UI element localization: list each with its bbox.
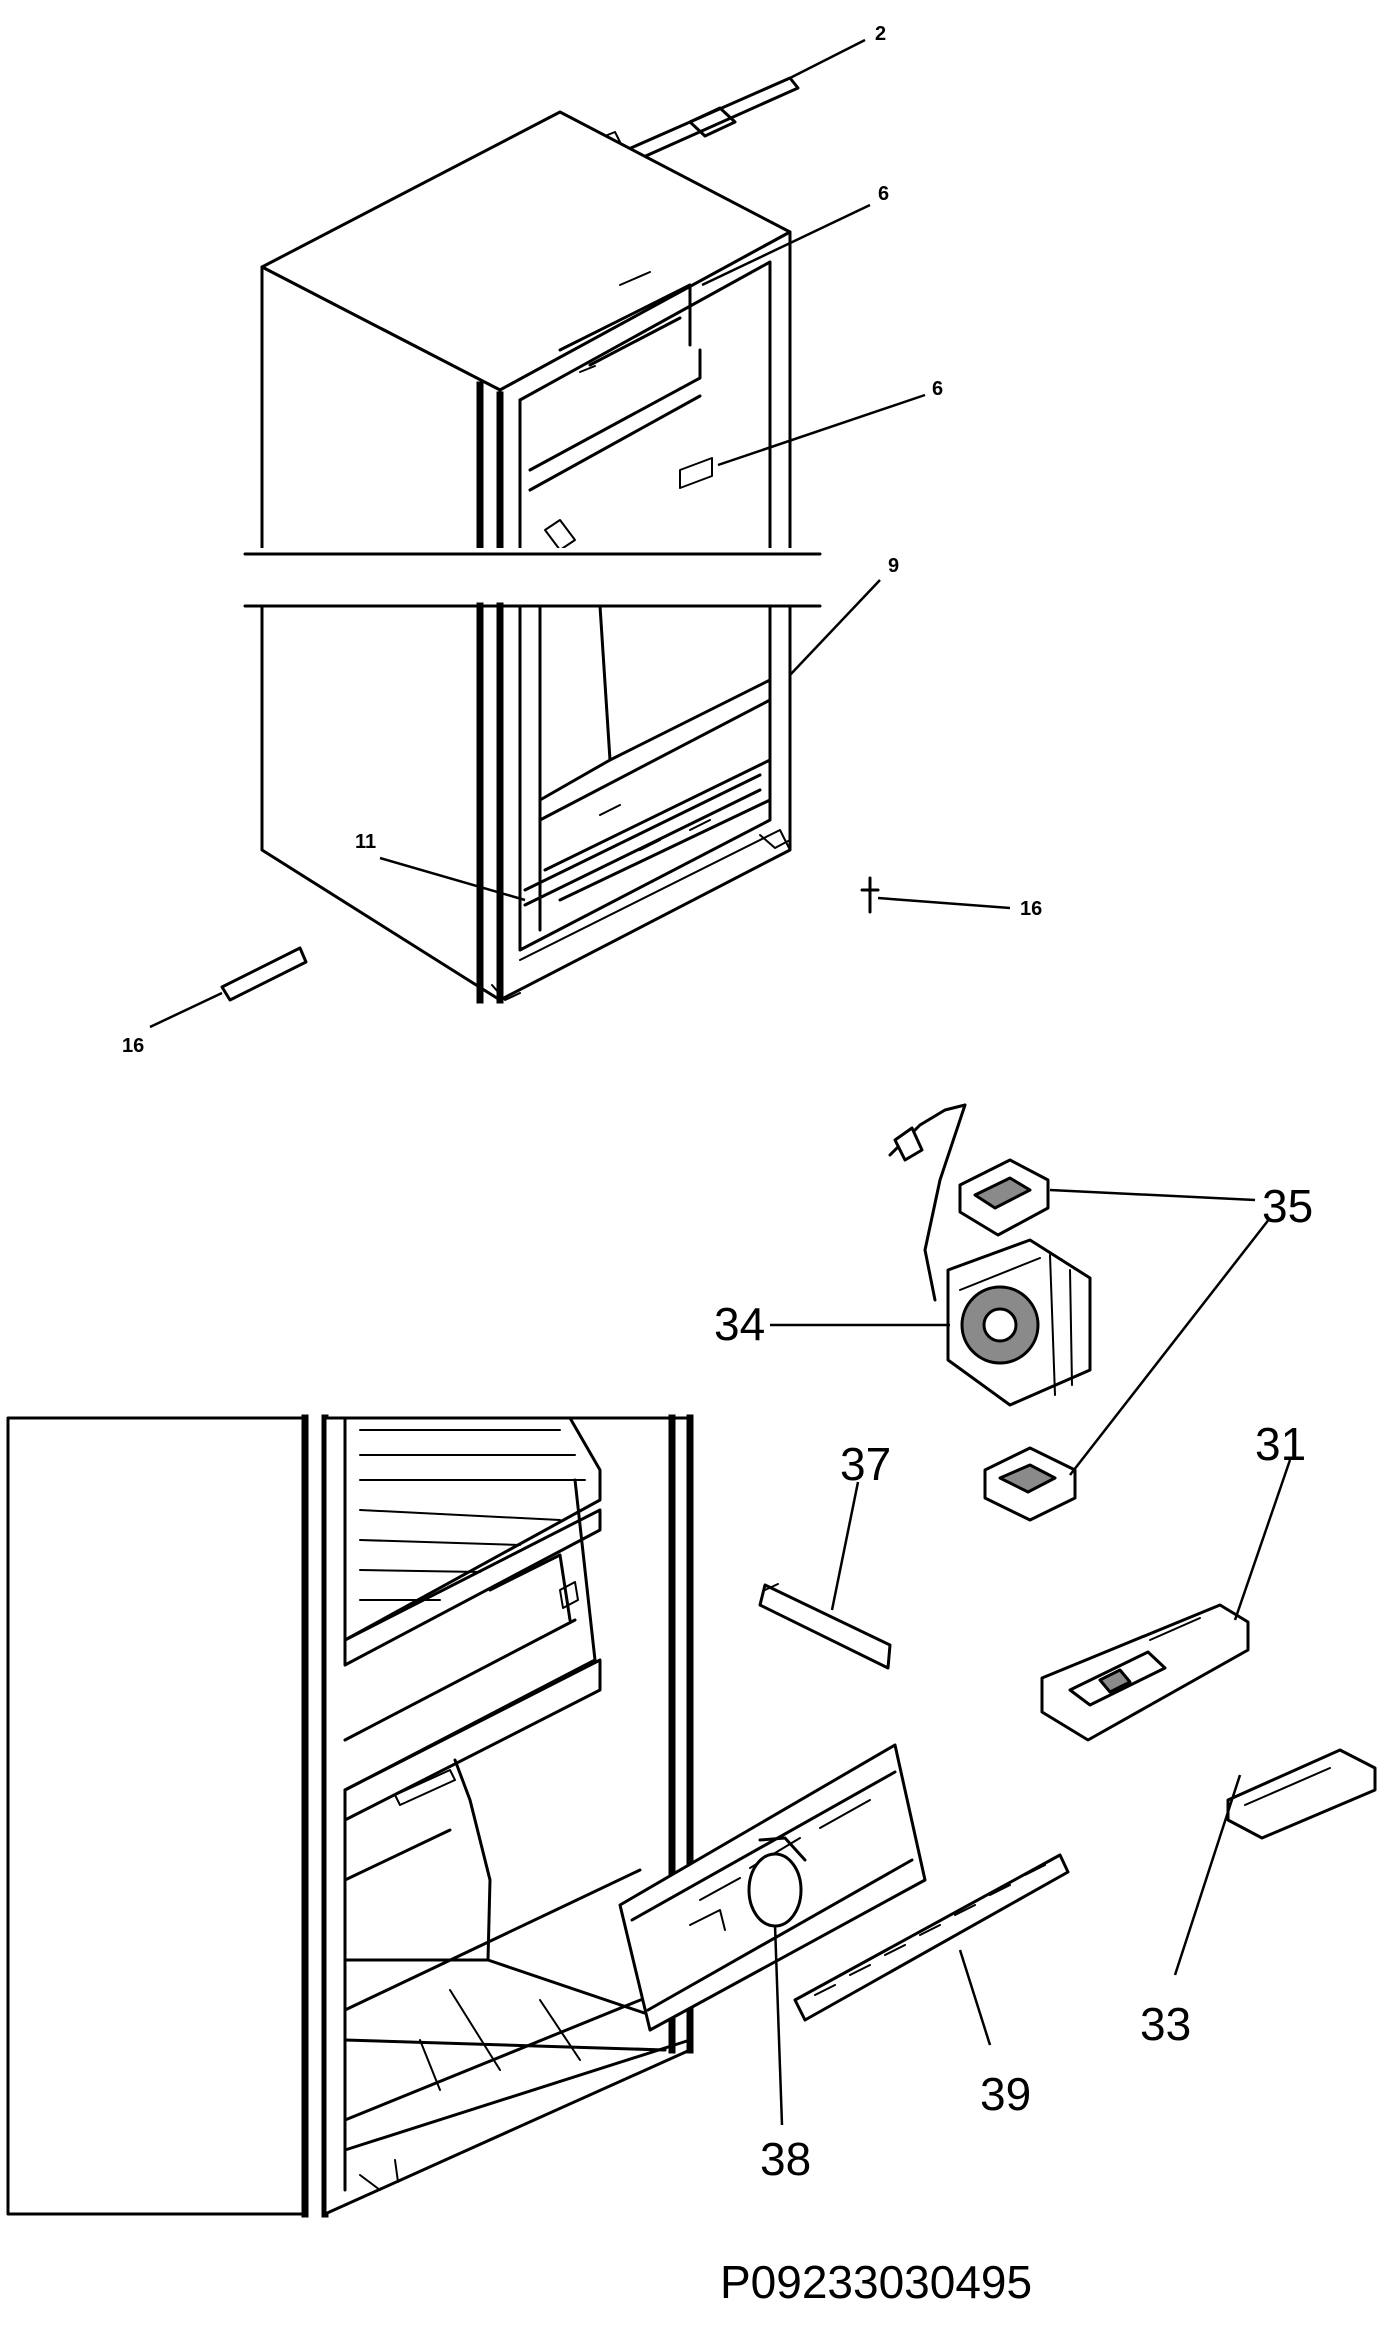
seal-strip <box>793 1853 1070 2022</box>
callout-38: 38 <box>760 2133 811 2185</box>
damper-housing <box>618 1743 927 2032</box>
callout-11: 11 <box>355 831 376 853</box>
callout-16-right: 16 <box>1020 898 1042 920</box>
leveling-leg <box>860 876 880 914</box>
fridge-cabinet-lower <box>6 1414 694 2218</box>
callout-31: 31 <box>1255 1418 1306 1470</box>
leader-lines <box>149 38 1292 2126</box>
callout-37: 37 <box>840 1438 891 1490</box>
diagram-code: P09233030495 <box>720 2256 1033 2308</box>
callout-6b: 6 <box>932 378 943 400</box>
grille-strip <box>220 946 308 1002</box>
callout-16-left: 16 <box>122 1035 144 1057</box>
callout-33: 33 <box>1140 1998 1191 2050</box>
shaft-rod <box>758 1583 892 1670</box>
callout-35: 35 <box>1262 1180 1313 1232</box>
retainer-clip <box>1226 1748 1377 1840</box>
callout-2: 2 <box>875 23 886 45</box>
lower-cabinet <box>260 602 792 1004</box>
upper-cabinet <box>260 76 800 564</box>
control-housing <box>1040 1603 1250 1742</box>
callout-34: 34 <box>714 1298 765 1350</box>
callout-9: 9 <box>888 555 899 577</box>
fan-assembly <box>888 1103 1092 1522</box>
callout-6a: 6 <box>878 183 889 205</box>
callout-39: 39 <box>980 2068 1031 2120</box>
